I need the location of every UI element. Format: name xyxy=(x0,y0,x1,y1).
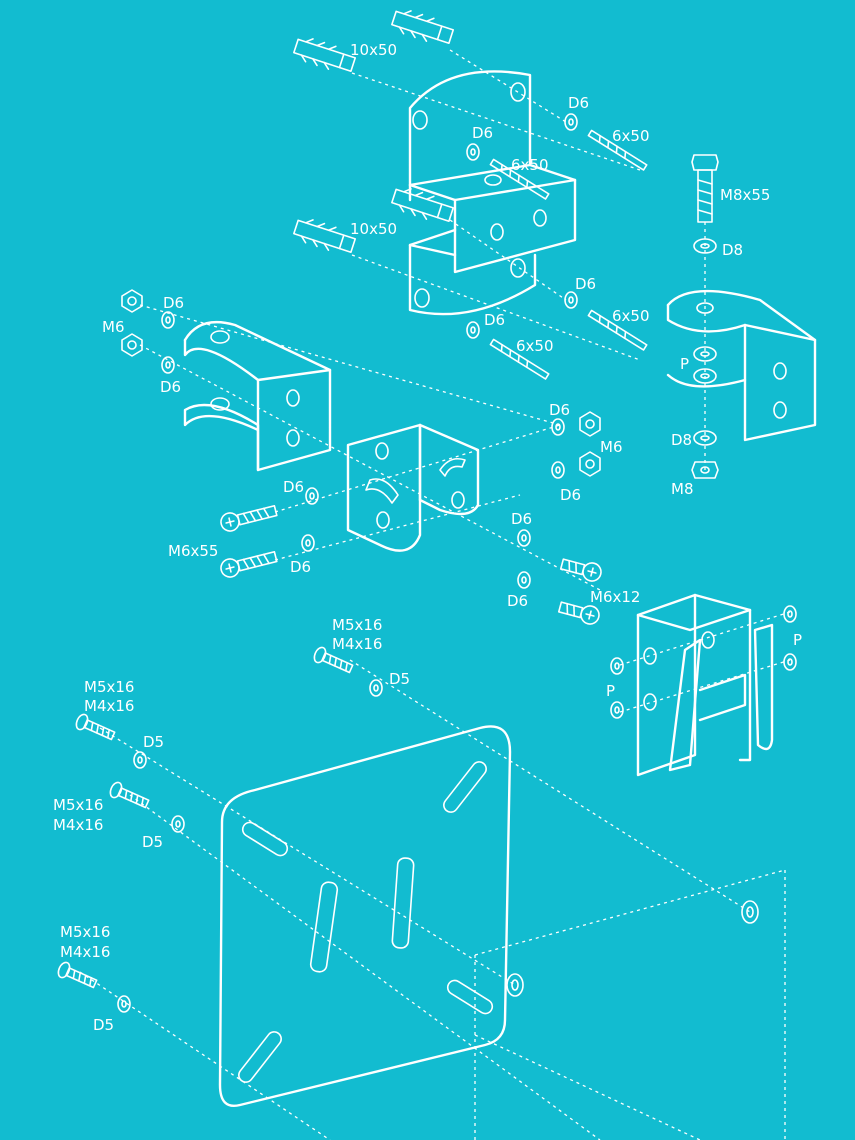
label-d6: D6 xyxy=(484,311,505,329)
label-d6: D6 xyxy=(549,401,570,419)
label-d6: D6 xyxy=(568,94,589,112)
m8-bolt-stack xyxy=(666,154,817,479)
label-p: P xyxy=(606,682,615,700)
label-6x50: 6x50 xyxy=(612,307,650,325)
label-screw-size: M5x16 xyxy=(84,678,134,696)
label-screw-size: M4x16 xyxy=(53,816,103,834)
label-d6: D6 xyxy=(283,478,304,496)
label-d5: D5 xyxy=(143,733,164,751)
label-p: P xyxy=(680,355,689,373)
left-u-bracket xyxy=(121,289,332,472)
top-wall-bracket xyxy=(408,70,577,316)
top-washers-screws xyxy=(466,113,648,380)
vesa-plate xyxy=(218,725,759,1107)
label-m6x55: M6x55 xyxy=(168,542,218,560)
label-p: P xyxy=(793,631,802,649)
wall-plug-mid-left xyxy=(293,219,357,253)
label-d5: D5 xyxy=(93,1016,114,1034)
label-d6: D6 xyxy=(507,592,528,610)
label-m6: M6 xyxy=(102,318,125,336)
label-d6: D6 xyxy=(290,558,311,576)
label-d5: D5 xyxy=(142,833,163,851)
label-6x50: 6x50 xyxy=(511,156,549,174)
label-screw-size: M4x16 xyxy=(84,697,134,715)
label-d6: D6 xyxy=(163,294,184,312)
part-labels: 10x50 10x50 D6 6x50 D6 6x50 D6 6x50 D6 6… xyxy=(53,41,802,1034)
label-6x50: 6x50 xyxy=(516,337,554,355)
center-m6-hardware xyxy=(220,411,602,625)
label-m6: M6 xyxy=(600,438,623,456)
label-screw-size: M4x16 xyxy=(60,943,110,961)
wall-plug-top-right xyxy=(391,10,455,44)
label-d6: D6 xyxy=(560,486,581,504)
label-m8x55: M8x55 xyxy=(720,186,770,204)
label-d6: D6 xyxy=(511,510,532,528)
label-d6: D6 xyxy=(472,124,493,142)
assembly-guide-lines xyxy=(79,49,791,1140)
label-screw-size: M5x16 xyxy=(53,796,103,814)
label-d8: D8 xyxy=(671,431,692,449)
label-m8: M8 xyxy=(671,480,694,498)
label-d6: D6 xyxy=(575,275,596,293)
label-d6: D6 xyxy=(160,378,181,396)
label-anchor-10x50-top: 10x50 xyxy=(350,41,397,59)
tilt-bracket xyxy=(610,593,797,777)
label-anchor-10x50-mid: 10x50 xyxy=(350,220,397,238)
label-m6x12: M6x12 xyxy=(590,588,640,606)
center-angle-bracket xyxy=(346,423,480,552)
label-screw-size: M4x16 xyxy=(332,635,382,653)
label-screw-size: M5x16 xyxy=(60,923,110,941)
label-screw-size: M5x16 xyxy=(332,616,382,634)
vesa-screws xyxy=(57,646,383,1013)
label-d8: D8 xyxy=(722,241,743,259)
wall-plug-mid-right xyxy=(391,188,455,222)
label-d5: D5 xyxy=(389,670,410,688)
wall-plug-top-left xyxy=(293,38,357,72)
label-6x50: 6x50 xyxy=(612,127,650,145)
